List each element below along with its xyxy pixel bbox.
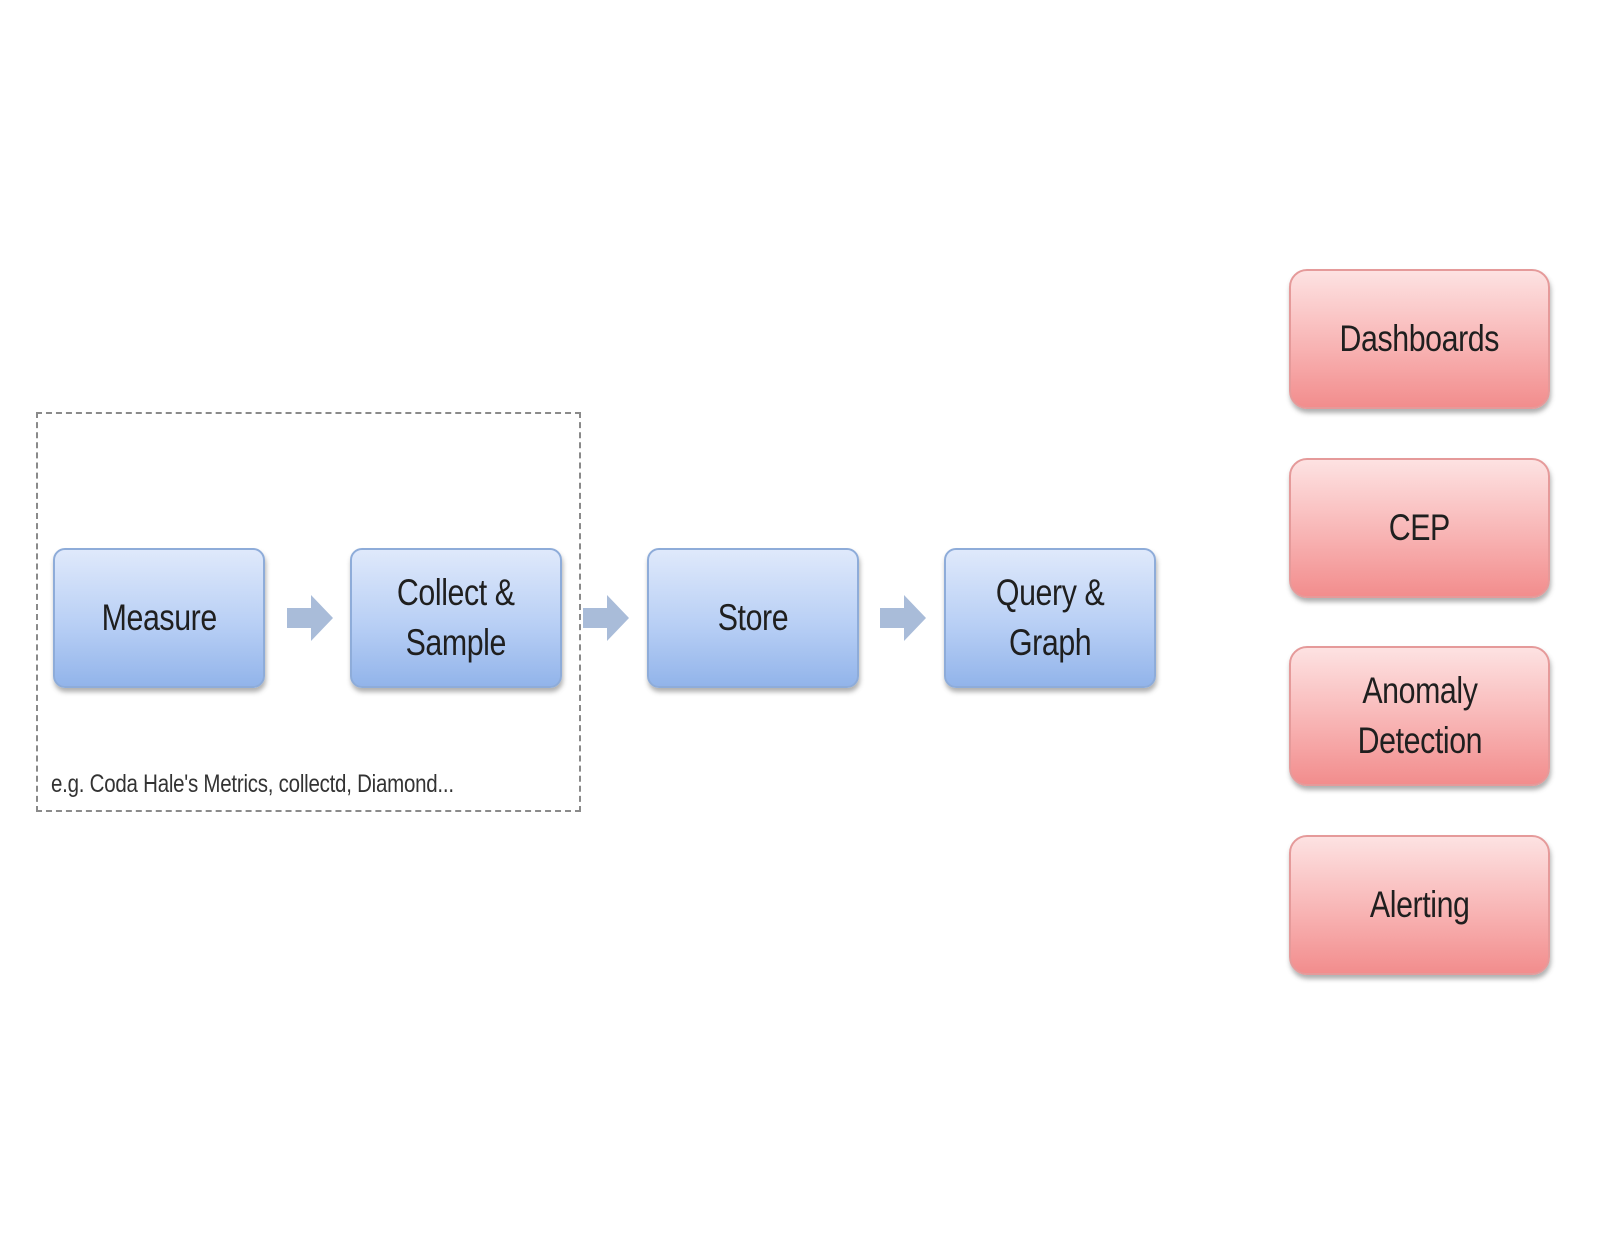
cep-node: CEP: [1289, 458, 1550, 598]
measure-node-label: Measure: [101, 597, 217, 638]
right-arrow-icon: [880, 595, 926, 641]
right-arrow-icon: [583, 595, 629, 641]
store-node-label: Store: [717, 597, 789, 638]
instrumentation-group-box: [36, 412, 581, 812]
cep-node-label: CEP: [1388, 507, 1451, 548]
dashboards-node: Dashboards: [1289, 269, 1550, 409]
store-node: Store: [647, 548, 859, 688]
alerting-node: Alerting: [1289, 835, 1550, 975]
right-arrow-icon: [287, 595, 333, 641]
query-graph-node-label: Query & Graph: [995, 572, 1105, 663]
alerting-node-label: Alerting: [1369, 884, 1470, 925]
instrumentation-group-caption: e.g. Coda Hale's Metrics, collectd, Diam…: [51, 770, 454, 798]
dashboards-node-label: Dashboards: [1339, 318, 1500, 359]
collect-sample-node: Collect & Sample: [350, 548, 562, 688]
anomaly-detection-node-label: Anomaly Detection: [1357, 670, 1482, 761]
query-graph-node: Query & Graph: [944, 548, 1156, 688]
collect-sample-node-label: Collect & Sample: [397, 572, 515, 663]
measure-node: Measure: [53, 548, 265, 688]
anomaly-detection-node: Anomaly Detection: [1289, 646, 1550, 786]
